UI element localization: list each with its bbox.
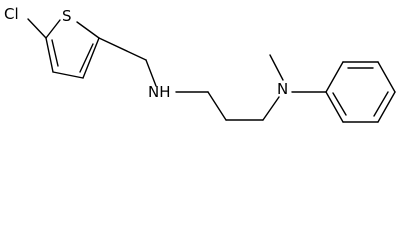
bond-ph-3-4 [377, 61, 396, 93]
bond-c3-c4 [52, 71, 84, 79]
thiophene-ring [45, 19, 100, 79]
atom-sulfur: S [62, 7, 72, 25]
bond-c5-s [45, 19, 61, 39]
bond-c2-c3 [82, 37, 100, 79]
bond-ph-6-1 [325, 91, 344, 123]
molecule-structure: Cl S NH N [4, 5, 396, 123]
bond-s-c2 [76, 21, 100, 39]
alkyl-chain [98, 37, 327, 121]
bond-ph-4-5-inner [373, 91, 389, 117]
atom-chlorine: Cl [4, 5, 19, 23]
bond-ch2-nh [145, 59, 157, 87]
bond-ph-1-2 [325, 61, 344, 93]
bond-ch2-ch2 [207, 91, 227, 121]
phenyl-ring [325, 61, 396, 123]
bond-c4-c5 [45, 37, 54, 73]
bond-n-methyl [269, 54, 284, 81]
bond-c5-cl [27, 18, 47, 39]
atom-secondary-amine: NH [148, 83, 171, 101]
bond-ch2-n [262, 96, 280, 121]
bond-ph-4-5 [377, 91, 396, 123]
bond-c2-ch2 [98, 37, 147, 61]
bond-c4-c5-inner [51, 39, 59, 67]
bond-ph-6-1-inner [332, 92, 347, 116]
atom-tertiary-amine: N [277, 80, 288, 98]
bond-c2-c3-inner [79, 43, 94, 73]
